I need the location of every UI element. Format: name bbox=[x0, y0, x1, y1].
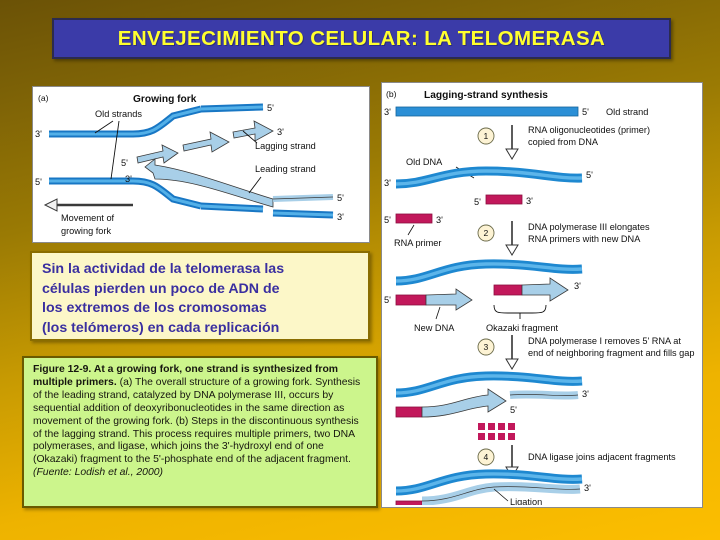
end-label-a-5prime-botright: 5' bbox=[337, 193, 344, 203]
panel-b-heading: Lagging-strand synthesis bbox=[424, 90, 548, 101]
step-3-text-line1: DNA polymerase I removes 5' RNA at bbox=[528, 336, 681, 346]
end-label-a-3prime-mid: 3' bbox=[125, 174, 132, 184]
panel-lagging-strand-synthesis: (b) Lagging-strand synthesis 3' 5' Old s… bbox=[381, 82, 703, 508]
end-label-b-s3-3prime: 3' bbox=[436, 215, 443, 225]
highlight-text-box: Sin la actividad de la telomerasa las cé… bbox=[30, 251, 370, 341]
label-lagging-strand: Lagging strand bbox=[255, 141, 316, 151]
lagging-fragment-arrow-1 bbox=[136, 144, 179, 164]
new-dna-arrow bbox=[425, 288, 473, 311]
step-2-circle bbox=[477, 224, 495, 242]
end-label-a-3prime-topright: 3' bbox=[277, 127, 284, 137]
caption-body: (a) The overall structure of a growing f… bbox=[33, 376, 361, 466]
end-label-a-5prime-mid: 5' bbox=[121, 158, 128, 168]
label-old-dna: Old DNA bbox=[406, 157, 443, 167]
step-1-circle bbox=[477, 127, 495, 145]
page-title: ENVEJECIMIENTO CELULAR: LA TELOMERASA bbox=[117, 26, 606, 50]
leading-strand-arrow bbox=[144, 158, 274, 208]
panel-growing-fork: (a) Growing fork Old strand bbox=[32, 86, 370, 243]
figure-caption-box: Figure 12-9. At a growing fork, one stra… bbox=[22, 356, 378, 508]
end-label-a-3prime-left: 3' bbox=[35, 129, 42, 139]
step-1-text-line2: copied from DNA bbox=[528, 137, 599, 147]
stage5-primer bbox=[395, 406, 423, 418]
panel-a-heading: Growing fork bbox=[133, 94, 197, 105]
movement-arrow bbox=[43, 198, 133, 212]
old-strand-bar bbox=[395, 106, 579, 117]
label-old-strand: Old strand bbox=[606, 107, 648, 117]
new-dna-primer bbox=[395, 294, 427, 306]
step-2-number: 2 bbox=[484, 228, 489, 238]
end-label-b-primer-3prime: 3' bbox=[526, 196, 533, 206]
growing-fork-diagram: (a) Growing fork Old strand bbox=[35, 93, 344, 236]
rna-primer-bar-2 bbox=[395, 213, 433, 224]
label-old-strands: Old strands bbox=[95, 109, 142, 119]
end-label-b-s5-5prime: 5' bbox=[510, 405, 517, 415]
removed-rna-nucleotides bbox=[478, 423, 515, 440]
step-3-number: 3 bbox=[484, 342, 489, 352]
label-movement-2: growing fork bbox=[61, 226, 111, 236]
step-2-group: 2 DNA polymerase III elongates RNA prime… bbox=[477, 221, 650, 256]
step-1-group: 1 RNA oligonucleotides (primer) copied f… bbox=[477, 125, 650, 160]
highlight-line-3: los extremos de los cromosomas bbox=[42, 300, 267, 316]
step-1-number: 1 bbox=[484, 131, 489, 141]
end-label-b-primer-5prime: 5' bbox=[474, 197, 481, 207]
caption-source: (Fuente: Lodish et al., 2000) bbox=[33, 467, 163, 479]
step-4-number: 4 bbox=[484, 452, 489, 462]
panel-a-tag: (a) bbox=[38, 93, 49, 103]
highlight-line-4: (los telómeros) en cada replicación bbox=[42, 319, 280, 336]
step-4-text-line1: DNA ligase joins adjacent fragments bbox=[528, 452, 676, 462]
lagging-fragment-arrow-2 bbox=[182, 131, 230, 153]
end-label-b-s6-3prime: 3' bbox=[584, 483, 591, 493]
stage6-primer bbox=[395, 500, 423, 505]
label-new-dna: New DNA bbox=[414, 323, 455, 333]
end-label-b-s1-3prime: 3' bbox=[384, 107, 391, 117]
step-2-text-line2: RNA primers with new DNA bbox=[528, 234, 641, 244]
label-leading-strand: Leading strand bbox=[255, 164, 316, 174]
panel-b-tag: (b) bbox=[386, 89, 397, 99]
step-2-text-line1: DNA polymerase III elongates bbox=[528, 222, 650, 232]
end-label-b-s4-3prime: 3' bbox=[574, 281, 581, 291]
label-movement-1: Movement of bbox=[61, 213, 115, 223]
okazaki-primer bbox=[493, 284, 523, 296]
end-label-a-5prime-left: 5' bbox=[35, 177, 42, 187]
end-label-a-5prime-topright: 5' bbox=[267, 103, 274, 113]
end-label-b-s5-3prime: 3' bbox=[582, 389, 589, 399]
step-3-circle bbox=[477, 338, 495, 356]
end-label-b-s2-3prime: 3' bbox=[384, 178, 391, 188]
slide-title-banner: ENVEJECIMIENTO CELULAR: LA TELOMERASA bbox=[52, 18, 671, 59]
okazaki-brace bbox=[493, 304, 547, 314]
label-okazaki-fragment: Okazaki fragment bbox=[486, 323, 558, 333]
caption-bold-lead: Figure 12-9. At a growing fork, one stra… bbox=[33, 364, 339, 388]
end-label-b-s1-5prime: 5' bbox=[582, 107, 589, 117]
end-label-b-s3-5prime: 5' bbox=[384, 215, 391, 225]
lagging-fragment-arrow-3 bbox=[232, 120, 274, 142]
end-label-a-3prime-botright: 3' bbox=[337, 212, 344, 222]
step-1-text-line1: RNA oligonucleotides (primer) bbox=[528, 125, 650, 135]
highlight-line-1: Sin la actividad de la telomerasa las bbox=[42, 261, 285, 277]
step-4-circle bbox=[477, 448, 495, 466]
end-label-b-s2-5prime-right: 5' bbox=[586, 170, 593, 180]
label-ligation: Ligation bbox=[510, 497, 542, 505]
stage5-filled-arrow bbox=[421, 388, 507, 418]
rna-primer-bar bbox=[485, 194, 523, 205]
end-label-b-s4-5prime: 5' bbox=[384, 295, 391, 305]
step-3-group: 3 DNA polymerase I removes 5' RNA at end… bbox=[477, 335, 695, 370]
label-rna-primer: RNA primer bbox=[394, 238, 441, 248]
lagging-strand-diagram: (b) Lagging-strand synthesis 3' 5' Old s… bbox=[384, 89, 695, 505]
okazaki-arrow bbox=[521, 277, 569, 302]
highlight-line-2: células pierden un poco de ADN de bbox=[42, 280, 280, 297]
step-3-text-line2: end of neighboring fragment and fills ga… bbox=[528, 348, 695, 358]
